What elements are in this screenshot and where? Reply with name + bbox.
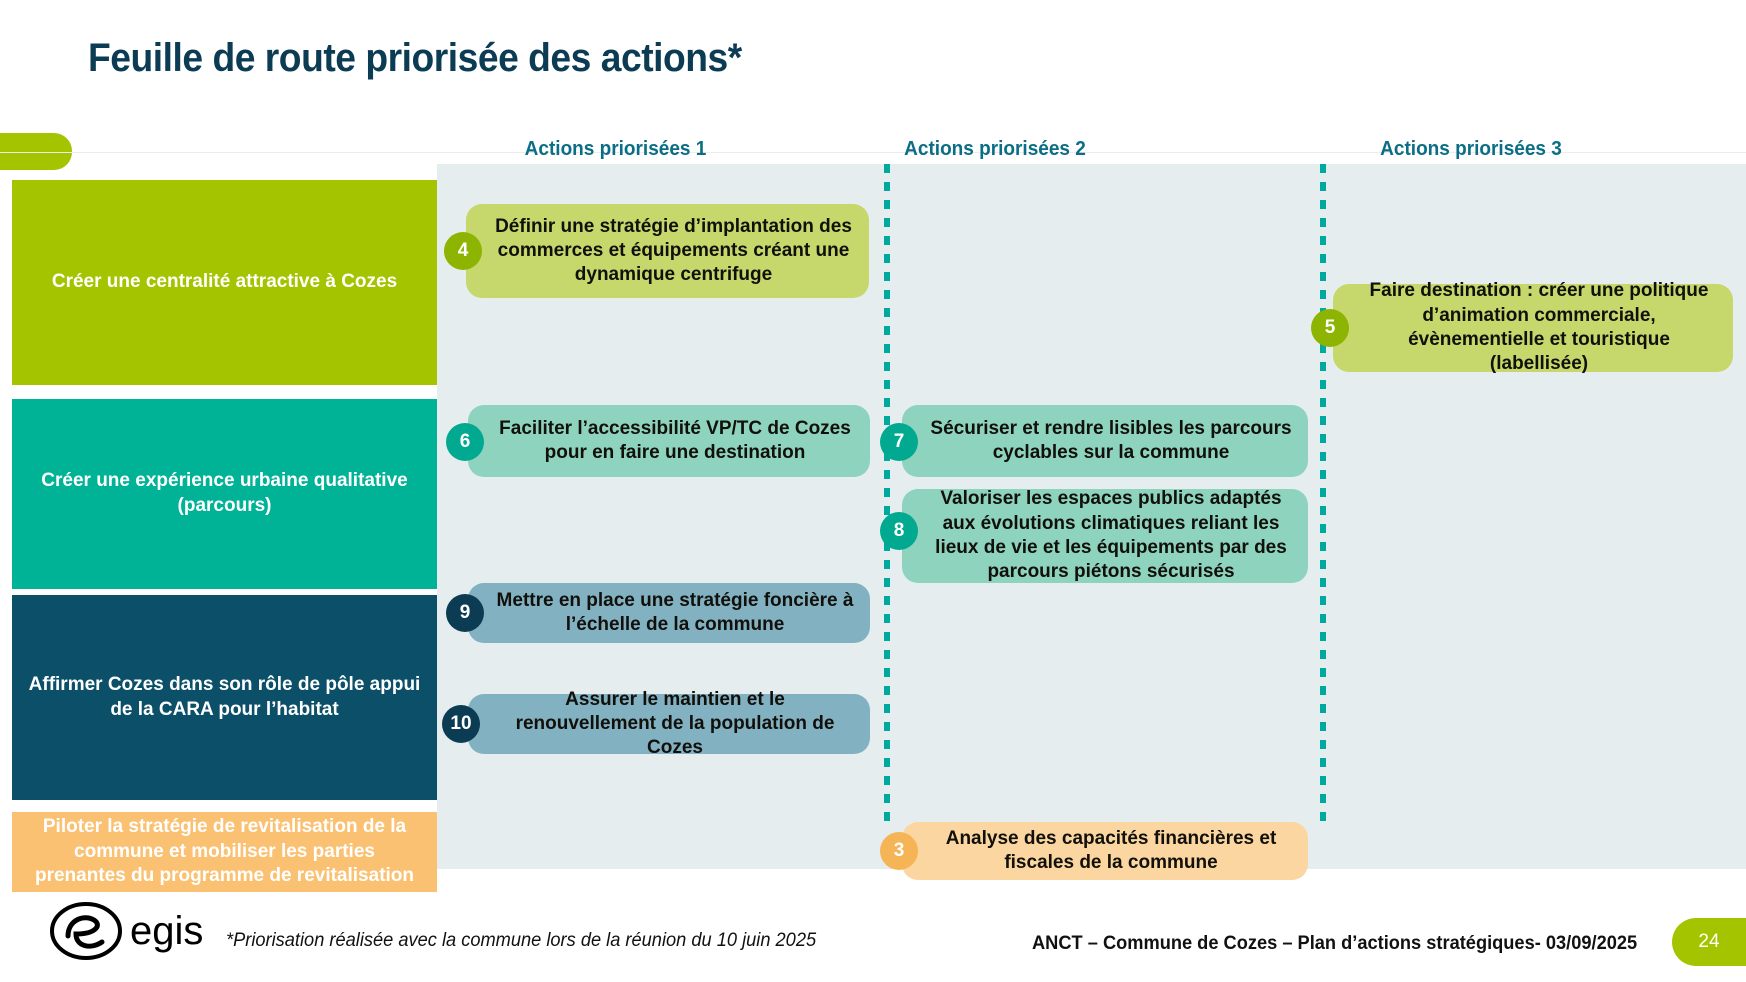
row-label-pole-appui: Affirmer Cozes dans son rôle de pôle app…: [12, 595, 437, 800]
page-title: Feuille de route priorisée des actions*: [88, 36, 742, 80]
action-card-7[interactable]: Sécuriser et rendre lisibles les parcour…: [902, 405, 1308, 477]
header-divider-line: [0, 152, 1746, 153]
action-card-9[interactable]: Mettre en place une stratégie foncière à…: [468, 583, 870, 643]
column-header-1: Actions priorisées 1: [524, 138, 707, 160]
action-card-8[interactable]: Valoriser les espaces publics adaptés au…: [902, 488, 1308, 583]
action-card-7-text: Sécuriser et rendre lisibles les parcour…: [930, 417, 1292, 463]
action-card-6-badge: 6: [446, 423, 484, 461]
column-header-3: Actions priorisées 3: [1380, 138, 1562, 160]
page-number-badge: 24: [1672, 918, 1746, 966]
action-card-10[interactable]: Assurer le maintien et le renouvellement…: [468, 689, 870, 758]
action-card-9-text: Mettre en place une stratégie foncière à…: [496, 589, 854, 635]
action-card-3-badge: 3: [880, 832, 918, 870]
row-label-centralite: Créer une centralité attractive à Cozes: [12, 180, 437, 385]
action-card-3-text: Analyse des capacités financières et fis…: [945, 827, 1277, 873]
action-card-10-text: Assurer le maintien et le renouvellement…: [515, 688, 835, 759]
egis-logo: egis: [46, 900, 226, 962]
action-card-8-badge: 8: [880, 512, 918, 550]
action-card-6[interactable]: Faciliter l’accessibilité VP/TC de Cozes…: [468, 405, 870, 477]
footnote-text: *Priorisation réalisée avec la commune l…: [226, 930, 817, 951]
footer-project-text: ANCT – Commune de Cozes – Plan d’actions…: [1032, 933, 1638, 954]
title-accent-tab: [0, 133, 72, 170]
action-card-8-text: Valoriser les espaces publics adaptés au…: [935, 488, 1287, 583]
column-divider-2: [1320, 164, 1326, 825]
action-card-5-badge: 5: [1311, 309, 1349, 347]
action-card-7-badge: 7: [880, 423, 918, 461]
action-card-4-badge: 4: [444, 232, 482, 270]
action-card-4[interactable]: Définir une stratégie d’implantation des…: [466, 204, 869, 298]
action-card-4-text: Définir une stratégie d’implantation des…: [495, 215, 852, 286]
row-label-experience-urbaine: Créer une expérience urbaine qualitative…: [12, 399, 437, 589]
action-card-6-text: Faciliter l’accessibilité VP/TC de Cozes…: [499, 417, 851, 463]
action-card-5[interactable]: Faire destination : créer une politique …: [1333, 280, 1733, 374]
column-header-2: Actions priorisées 2: [904, 138, 1086, 160]
action-card-10-badge: 10: [442, 705, 480, 743]
action-card-3[interactable]: Analyse des capacités financières et fis…: [902, 822, 1308, 880]
column-divider-1: [884, 164, 890, 825]
action-card-9-badge: 9: [446, 594, 484, 632]
svg-text:egis: egis: [130, 909, 203, 953]
action-card-5-text: Faire destination : créer une politique …: [1369, 280, 1709, 375]
row-label-pilotage: Piloter la stratégie de revitalisation d…: [12, 812, 437, 892]
